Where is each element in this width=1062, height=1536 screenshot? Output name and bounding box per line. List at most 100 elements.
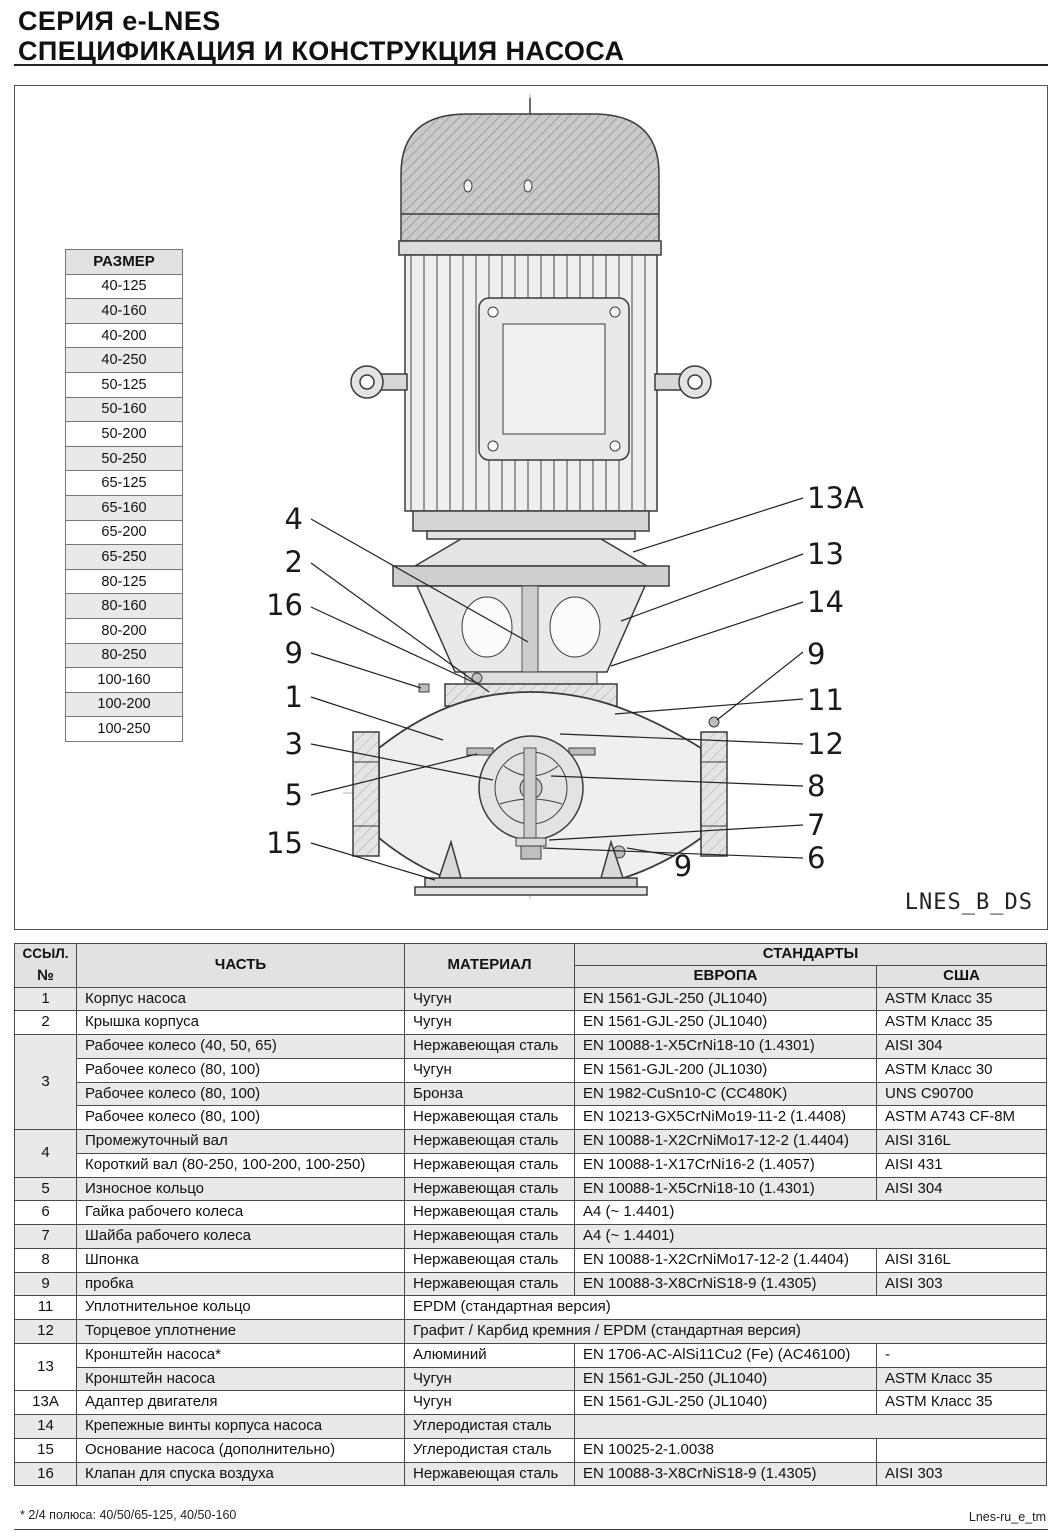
cell-mat: Нержавеющая сталь [404, 1461, 575, 1487]
motor-flange [412, 510, 650, 532]
cell-eu: EN 10088-1-X2CrNiMo17-12-2 (1.4404) [574, 1247, 877, 1273]
cell-usa: UNS C90700 [875, 1081, 1048, 1107]
col-header-part: ЧАСТЬ [76, 943, 405, 988]
parts-row: Рабочее колесо (80, 100)Нержавеющая стал… [15, 1105, 1048, 1130]
callout-label: 5 [285, 778, 303, 812]
callout-label: 15 [266, 826, 303, 860]
suction-flange [352, 731, 380, 857]
cell-mat: Чугун [404, 1366, 575, 1392]
cell-part: Кронштейн насоса [76, 1366, 405, 1392]
cell-part: Рабочее колесо (80, 100) [76, 1081, 405, 1107]
cell-part: Кронштейн насоса* [76, 1342, 405, 1368]
cell-eu: EN 1561-GJL-250 (JL1040) [574, 1366, 877, 1392]
parts-header-row-1: ССЫЛ. ЧАСТЬ МАТЕРИАЛ СТАНДАРТЫ [14, 943, 1048, 988]
drawing-code-label: LNES_B_DS [904, 890, 1033, 915]
cell-part: Рабочее колесо (80, 100) [76, 1105, 405, 1130]
size-row: 40-160 [65, 298, 183, 324]
size-value: 40-200 [65, 322, 183, 349]
cell-ref: 13 [14, 1342, 77, 1392]
size-row: 100-160 [65, 667, 183, 693]
size-row: 65-200 [65, 519, 183, 546]
size-value: 80-125 [65, 568, 183, 595]
wear-ring [568, 747, 596, 756]
cell-mat: Нержавеющая сталь [404, 1105, 575, 1130]
size-value: 65-125 [65, 470, 183, 496]
size-table-header-row: РАЗМЕР [65, 249, 183, 275]
col-header-ref-no: № [14, 965, 77, 988]
size-row: 80-200 [65, 617, 183, 644]
size-value: 100-250 [65, 716, 183, 742]
cell-mat: Чугун [404, 1390, 575, 1415]
pump-base [414, 839, 648, 896]
cell-usa: ASTM A743 CF-8M [875, 1105, 1048, 1130]
size-row: 40-125 [65, 273, 183, 300]
cell-mat: Нержавеющая сталь [404, 1224, 575, 1249]
cell-mat: Чугун [404, 1057, 575, 1083]
cell-mat: Углеродистая сталь [404, 1414, 575, 1439]
cell-ref: 14 [14, 1414, 77, 1439]
size-value: 80-160 [65, 593, 183, 619]
cell-eu [573, 1414, 1048, 1439]
pump-casing-group [352, 671, 728, 893]
cell-usa: AISI 303 [875, 1461, 1048, 1487]
cell-usa: - [875, 1342, 1048, 1368]
impeller-nut [520, 845, 542, 860]
cell-eu: EN 10025-2-1.0038 [574, 1437, 877, 1463]
discharge-flange [700, 731, 728, 857]
size-value: 40-160 [65, 298, 183, 324]
callout-label: 13A [807, 481, 864, 515]
size-row: 50-160 [65, 396, 183, 423]
cell-usa: AISI 304 [875, 1176, 1048, 1202]
size-row: 80-250 [65, 642, 183, 669]
cell-usa: ASTM Класс 30 [875, 1057, 1048, 1083]
page-title: СЕРИЯ e-LNES СПЕЦИФИКАЦИЯ И КОНСТРУКЦИЯ … [18, 6, 624, 66]
cell-mat: EPDM (стандартная версия) [403, 1295, 1048, 1320]
cell-eu: EN 1561-GJL-250 (JL1040) [574, 1390, 877, 1415]
col-header-ref: ССЫЛ. [14, 943, 77, 966]
motor-assembly [350, 98, 712, 540]
cell-part: Корпус насоса [76, 986, 405, 1012]
seal-housing [464, 671, 598, 685]
cell-mat: Чугун [404, 1010, 575, 1035]
parts-header-row-2: № ЕВРОПА США [14, 964, 1048, 988]
bottom-rule [14, 1529, 1048, 1530]
size-row: 50-200 [65, 421, 183, 447]
doc-code: Lnes-ru_e_tm [968, 1510, 1046, 1524]
callout-label: 12 [807, 727, 844, 761]
cell-part: Уплотнительное кольцо [76, 1295, 405, 1320]
cell-eu: EN 1982-CuSn10-C (CC480K) [574, 1081, 877, 1107]
cell-eu: EN 10088-1-X2CrNiMo17-12-2 (1.4404) [574, 1129, 877, 1154]
cell-part: Промежуточный вал [76, 1129, 405, 1154]
size-value: 50-160 [65, 396, 183, 423]
cell-ref: 7 [14, 1224, 77, 1249]
callout-label: 13 [807, 537, 844, 571]
cell-mat: Углеродистая сталь [404, 1437, 575, 1463]
cell-mat: Графит / Карбид кремния / EPDM (стандарт… [403, 1319, 1048, 1344]
leader-lines [310, 497, 804, 881]
size-row: 80-125 [65, 568, 183, 595]
cell-mat: Нержавеющая сталь [404, 1176, 575, 1202]
base-plate [424, 877, 638, 888]
cell-part: пробка [76, 1271, 405, 1297]
cell-ref: 12 [14, 1319, 77, 1344]
cell-ref: 4 [14, 1129, 77, 1178]
pump-drawing: 4 2 16 9 1 3 5 15 13A 13 14 9 11 12 8 7 … [266, 94, 864, 904]
cover-vent [463, 179, 473, 193]
cell-usa: AISI 316L [875, 1129, 1048, 1154]
callout-label: 6 [807, 841, 825, 875]
wear-ring [466, 747, 494, 756]
callout-label: 8 [807, 769, 825, 803]
cell-mat: Нержавеющая сталь [404, 1034, 575, 1059]
size-row: 40-200 [65, 322, 183, 349]
impeller-washer [515, 837, 547, 847]
terminal-box [478, 297, 630, 461]
cell-eu: EN 10213-GX5CrNiMo19-11-2 (1.4408) [574, 1105, 877, 1130]
size-value: 40-250 [65, 347, 183, 373]
